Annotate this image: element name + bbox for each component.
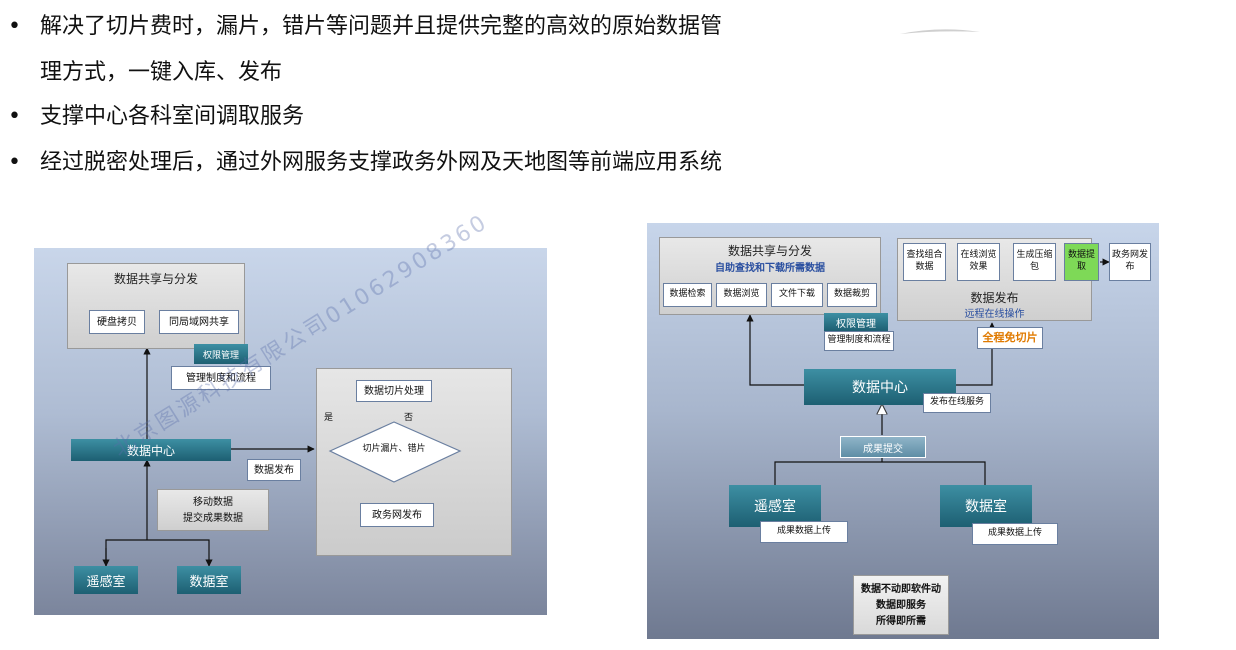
left-no-label: 否 [404, 413, 414, 423]
left-slice-process: 数据切片处理 [356, 380, 432, 402]
bullet-item: • 经过脱密处理后，通过外网服务支撑政务外网及天地图等前端应用系统 [8, 148, 722, 178]
right-publish-subtitle: 远程在线操作 [964, 309, 1025, 320]
right-motto-3: 所得即所需 [876, 616, 926, 627]
left-data-lab: 数据室 [177, 566, 241, 594]
right-step-find: 查找组合数据 [903, 243, 946, 281]
right-crop: 数据裁剪 [827, 283, 877, 307]
right-publish-title: 数据发布 [970, 291, 1019, 305]
left-mobile-line2: 提交成果数据 [183, 513, 243, 524]
left-share-title: 数据共享与分发 [113, 272, 198, 286]
bullet-dot: • [8, 150, 21, 175]
left-yes-label: 是 [324, 413, 334, 423]
right-share-title: 数据共享与分发 [727, 244, 812, 258]
right-no-slice: 全程免切片 [977, 327, 1043, 349]
right-step-compress: 生成压缩包 [1013, 243, 1056, 281]
bullet-item: • 解决了切片费时，漏片，错片等问题并且提供完整的高效的原始数据管 [8, 12, 722, 42]
right-permission-bar: 权限管理 [824, 313, 888, 331]
left-gov-publish: 政务网发布 [360, 503, 434, 527]
left-mobile-line1: 移动数据 [193, 497, 233, 508]
bullet-text: 支撑中心各科室间调取服务 [40, 104, 305, 129]
decorative-swoosh [900, 29, 980, 34]
right-remote-lab: 遥感室 [729, 485, 821, 527]
right-browse: 数据浏览 [716, 283, 767, 307]
right-gov-publish: 政务网发布 [1109, 243, 1151, 281]
right-data-lab: 数据室 [940, 485, 1032, 527]
right-online-service: 发布在线服务 [923, 393, 991, 413]
right-mgmt-box: 管理制度和流程 [824, 331, 894, 351]
right-upload-1: 成果数据上传 [760, 521, 848, 543]
bullet-text: 解决了切片费时，漏片，错片等问题并且提供完整的高效的原始数据管 [40, 14, 723, 39]
right-diagram: 数据共享与分发 自助查找和下载所需数据 数据检索 数据浏览 文件下载 数据裁剪 … [647, 223, 1159, 639]
left-data-center: 数据中心 [71, 439, 231, 461]
right-search: 数据检索 [663, 283, 712, 307]
left-mobile-box: 移动数据 提交成果数据 [157, 489, 269, 531]
right-motto-1: 数据不动即软件动 [861, 584, 941, 595]
bullet-dot: • [8, 14, 21, 39]
right-motto-2: 数据即服务 [876, 600, 926, 611]
left-permission-bar: 权限管理 [194, 344, 248, 364]
left-remote-lab: 遥感室 [74, 566, 138, 594]
right-motto-box: 数据不动即软件动 数据即服务 所得即所需 [853, 575, 949, 635]
right-step-extract: 数据提取 [1064, 243, 1099, 281]
right-submit-bar: 成果提交 [840, 436, 926, 458]
right-share-subtitle: 自助查找和下载所需数据 [715, 263, 825, 274]
left-share-box: 数据共享与分发 [67, 263, 245, 349]
bullet-dot: • [8, 104, 21, 129]
bullet-item: • 支撑中心各科室间调取服务 [8, 102, 304, 132]
left-decision-label: 切片漏片、错片 [362, 444, 426, 454]
right-upload-2: 成果数据上传 [972, 523, 1058, 545]
left-decision-diamond [328, 421, 462, 483]
left-lan-share: 同局域网共享 [159, 310, 239, 334]
left-data-publish: 数据发布 [247, 459, 301, 481]
left-disk-copy: 硬盘拷贝 [89, 310, 145, 334]
right-step-preview: 在线浏览效果 [957, 243, 1000, 281]
left-mgmt-box: 管理制度和流程 [171, 366, 271, 390]
right-download: 文件下载 [771, 283, 823, 307]
bullet-continuation: 理方式，一键入库、发布 [40, 60, 283, 85]
bullet-text: 经过脱密处理后，通过外网服务支撑政务外网及天地图等前端应用系统 [40, 150, 723, 175]
